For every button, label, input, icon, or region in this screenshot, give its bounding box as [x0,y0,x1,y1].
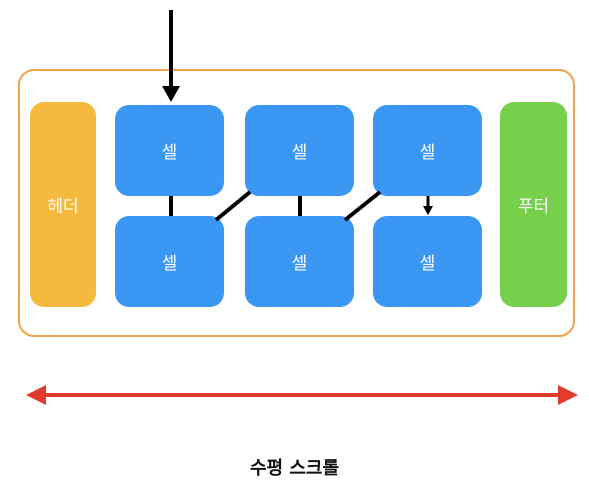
cell-label: 셀 [161,254,178,274]
caption: 수평 스크롤 [249,458,340,479]
horizontal-scroll-arrow [26,385,578,405]
cell-1: 셀 [115,105,224,196]
header-label: 헤더 [47,197,79,217]
cell-2: 셀 [245,105,354,196]
cell-label: 셀 [419,254,436,274]
cell-label: 셀 [291,143,308,163]
cell-label: 셀 [291,254,308,274]
header-block: 헤더 [30,102,96,307]
cell-6: 셀 [373,216,482,307]
cell-label: 셀 [419,143,436,163]
cell-label: 셀 [161,143,178,163]
cell-5: 셀 [245,216,354,307]
cell-3: 셀 [373,105,482,196]
footer-block: 푸터 [500,102,567,307]
footer-label: 푸터 [517,197,550,217]
cell-4: 셀 [115,216,224,307]
